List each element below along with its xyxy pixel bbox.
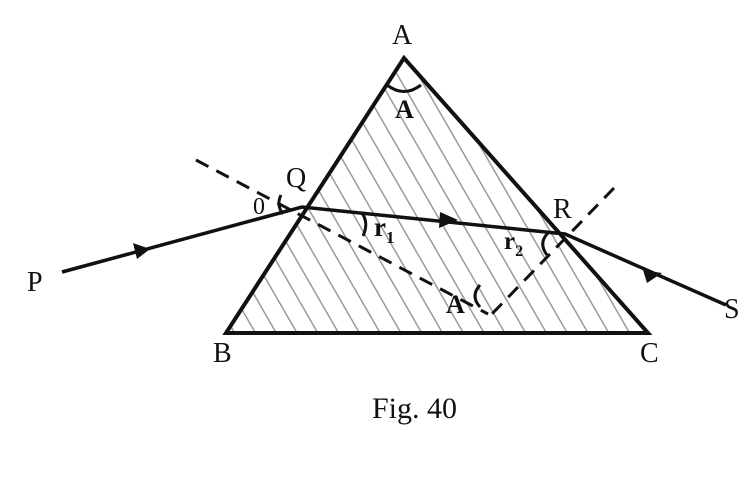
r1-angle-arc (360, 212, 368, 237)
normal-angle-arc (473, 283, 482, 309)
incidence-angle-arc (277, 194, 285, 215)
r1-main: r (374, 212, 386, 242)
vertex-a-label: A (392, 20, 413, 51)
r1-subscript: 1 (386, 228, 395, 247)
r2-label: r2 (504, 228, 523, 260)
r1-label: r1 (374, 212, 394, 247)
light-ray (61, 205, 727, 307)
normal-angle-label: A (446, 290, 465, 319)
incidence-angle-label: 0 (253, 194, 265, 220)
r2-angle-arc (541, 231, 550, 256)
r2-main: r (504, 228, 515, 255)
ray-arrow-inside (439, 212, 458, 228)
ray-arrow-incident (133, 243, 150, 259)
point-s-label: S (724, 294, 740, 325)
vertex-c-label: C (640, 338, 659, 369)
point-q-label: Q (286, 163, 306, 194)
normal-at-q (195, 158, 489, 316)
apex-angle-arc (386, 83, 422, 93)
figure-caption: Fig. 40 (372, 392, 457, 425)
point-r-label: R (553, 194, 572, 225)
ray-arrow-emergent (643, 270, 662, 283)
prism-triangle (222, 54, 653, 335)
r2-subscript: 2 (515, 243, 523, 260)
normal-at-r (486, 186, 616, 320)
point-p-label: P (27, 267, 43, 298)
apex-angle-label: A (395, 95, 414, 124)
vertex-b-label: B (213, 338, 232, 369)
